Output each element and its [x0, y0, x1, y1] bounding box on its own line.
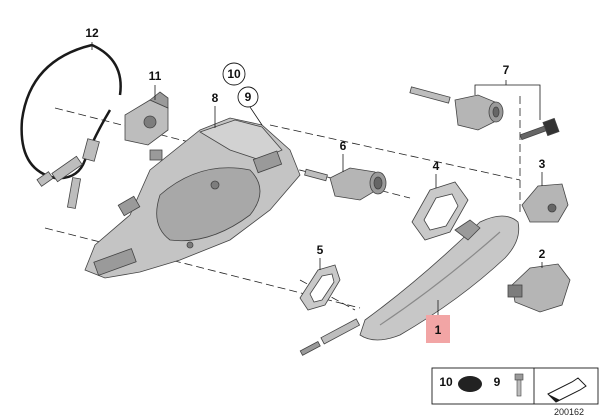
part-12-cable [20, 43, 122, 209]
callout-10: 10 [227, 67, 241, 81]
part-5-gasket [299, 264, 341, 311]
callout-3: 3 [539, 157, 546, 171]
screw-9-icon [514, 373, 524, 397]
callout-8: 8 [212, 91, 219, 105]
callout-5: 5 [317, 243, 324, 257]
part-11-bracket [124, 91, 169, 146]
part-8-handle-carrier [84, 117, 301, 279]
legend-label-9: 9 [494, 375, 501, 389]
legend-label-10: 10 [439, 375, 453, 389]
part-4-gasket [411, 181, 469, 241]
callout-4: 4 [433, 159, 440, 173]
callout-1: 1 [435, 323, 442, 337]
diagram-reference-number: 200162 [554, 407, 584, 417]
callout-2: 2 [539, 247, 546, 261]
callout-9-circle [237, 86, 259, 108]
callout-1-highlight [426, 315, 450, 343]
small-parts-legend: 10 9 [431, 367, 599, 405]
plug-10-icon [458, 376, 482, 392]
callout-7: 7 [503, 63, 510, 77]
part-3-cover-cap [521, 183, 569, 223]
part-7-lock-cylinder-set [409, 86, 560, 141]
callout-labels: 12 11 10 9 8 7 6 4 3 2 5 1 [85, 26, 546, 343]
callout-9: 9 [245, 90, 252, 104]
callout-11: 11 [149, 69, 162, 83]
callout-12: 12 [85, 26, 99, 40]
callout-10-circle [222, 62, 246, 86]
arrow-icon [547, 377, 587, 403]
leader-lines [91, 42, 543, 315]
part-1-door-handle [299, 215, 520, 356]
part-2-end-cap [507, 263, 571, 313]
callout-6: 6 [340, 139, 347, 153]
part-6-lock-cylinder [304, 167, 387, 201]
